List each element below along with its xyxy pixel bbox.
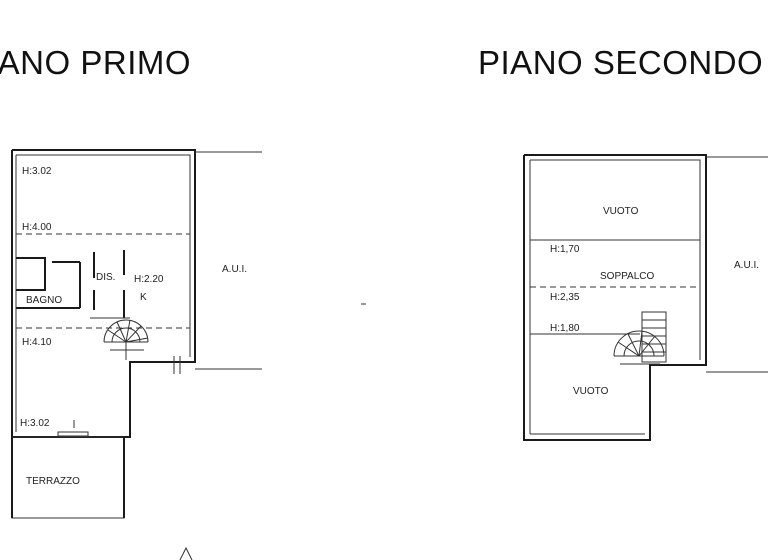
floor2-label-vuoto-bottom: VUOTO (573, 386, 609, 397)
floor1-outer-wall (11, 149, 196, 438)
floor2-spiral-stair (613, 330, 665, 365)
floor1-label-bagno: BAGNO (26, 295, 62, 306)
floor2-label-vuoto-top: VUOTO (603, 206, 639, 217)
floor1-label-k: K (140, 292, 147, 303)
floor1-plan: H:3.02 H:4.00 DIS. H:2.20 K BAGNO A.U.I.… (11, 149, 262, 519)
floor1-label-terrazzo: TERRAZZO (26, 476, 80, 487)
floor1-spiral-stair (103, 319, 149, 360)
floor2-label-h170: H:1,70 (550, 244, 580, 255)
floor2-title: PIANO SECONDO (478, 44, 764, 81)
floor2-outer-wall (523, 154, 707, 441)
floor1-label-h400: H:4.00 (22, 222, 52, 233)
bagno-walls (16, 257, 46, 291)
floor1-label-h410: H:4.10 (22, 337, 52, 348)
floor1-label-h302-top: H:3.02 (22, 166, 52, 177)
floor2-plan: VUOTO H:1,70 SOPPALCO A.U.I. H:2,35 H:1,… (523, 154, 768, 441)
floor1-label-h220: H:2.20 (134, 274, 164, 285)
floor2-label-h235: H:2,35 (550, 292, 580, 303)
floor1-label-aui: A.U.I. (222, 264, 247, 275)
floor1-label-h302-bottom: H:3.02 (20, 418, 50, 429)
floor2-label-h180: H:1,80 (550, 323, 580, 334)
floor1-title: IANO PRIMO (0, 44, 192, 81)
floor2-label-soppalco: SOPPALCO (600, 271, 654, 282)
floor2-label-aui: A.U.I. (734, 260, 759, 271)
floor1-label-dis: DIS. (96, 272, 115, 283)
